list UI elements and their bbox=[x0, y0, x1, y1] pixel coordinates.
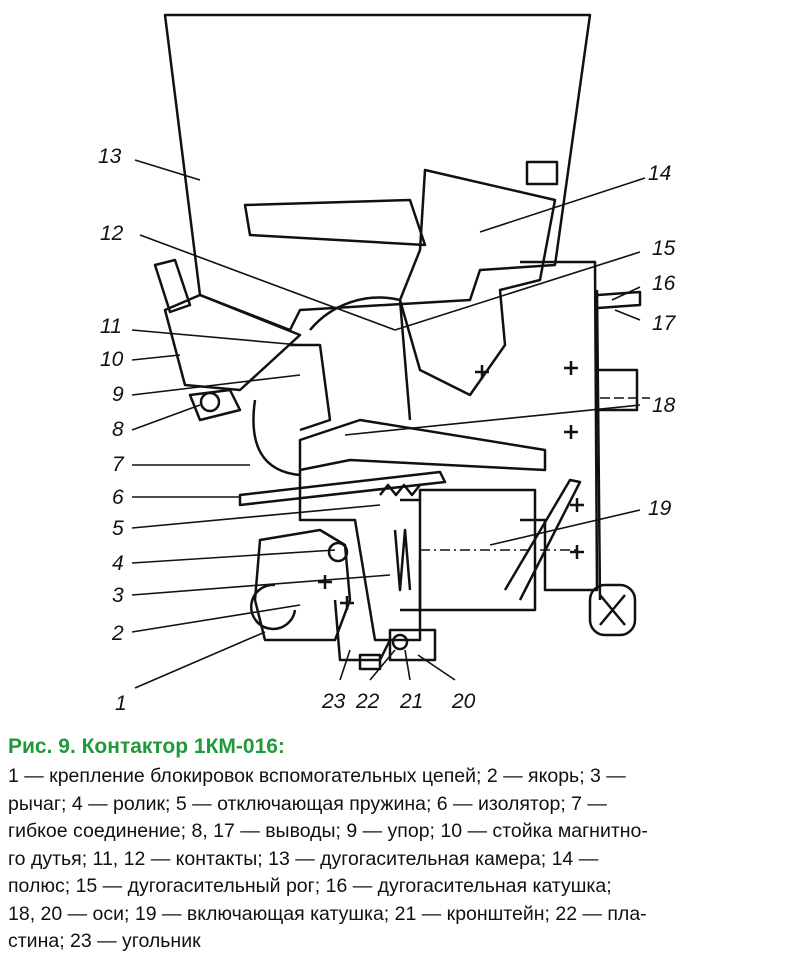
label-7: 7 bbox=[112, 453, 125, 476]
label-14: 14 bbox=[648, 162, 671, 185]
label-23: 23 bbox=[321, 690, 346, 713]
label-19: 19 bbox=[648, 497, 672, 520]
caption-line: 18, 20 — оси; 19 — включающая катушка; 2… bbox=[8, 902, 647, 925]
label-22: 22 bbox=[355, 690, 380, 713]
caption-title: Рис. 9. Контактор 1КМ-016: bbox=[8, 735, 285, 758]
label-10: 10 bbox=[100, 348, 124, 371]
label-12: 12 bbox=[100, 222, 124, 245]
caption-line: 1 — крепление блокировок вспомогательных… bbox=[8, 765, 626, 787]
label-11: 11 bbox=[100, 315, 122, 338]
label-20: 20 bbox=[451, 690, 476, 713]
label-17: 17 bbox=[652, 312, 677, 335]
caption-line: гибкое соединение; 8, 17 — выводы; 9 — у… bbox=[8, 820, 648, 842]
label-16: 16 bbox=[652, 272, 676, 295]
label-18: 18 bbox=[652, 394, 676, 417]
label-1: 1 bbox=[115, 692, 127, 715]
label-21: 21 bbox=[399, 690, 423, 713]
caption-line: рычаг; 4 — ролик; 5 — отключающая пружин… bbox=[8, 792, 607, 815]
label-6: 6 bbox=[112, 486, 124, 509]
figure-caption: Рис. 9. Контактор 1КМ-016: 1 — крепление… bbox=[8, 735, 792, 956]
label-8: 8 bbox=[112, 418, 124, 441]
label-3: 3 bbox=[112, 584, 124, 607]
label-4: 4 bbox=[112, 552, 124, 575]
pole-14 bbox=[398, 168, 557, 397]
label-13: 13 bbox=[98, 145, 122, 168]
label-15: 15 bbox=[652, 237, 676, 260]
contactor-drawing: 1 2 3 4 5 6 7 8 9 10 11 12 13 14 15 16 1… bbox=[98, 13, 677, 715]
caption-line: стина; 23 — угольник bbox=[8, 930, 201, 952]
caption-line: полюс; 15 — дугогасительный рог; 16 — ду… bbox=[8, 875, 612, 897]
label-5: 5 bbox=[112, 517, 124, 540]
caption-line: го дутья; 11, 12 — контакты; 13 — дугога… bbox=[8, 847, 599, 870]
label-2: 2 bbox=[111, 622, 124, 645]
label-9: 9 bbox=[112, 383, 124, 406]
